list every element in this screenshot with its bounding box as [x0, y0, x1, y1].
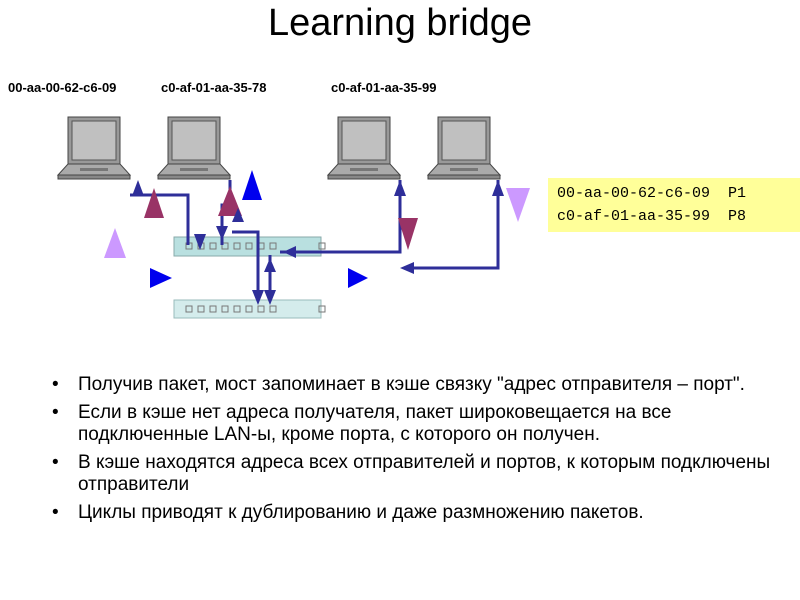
- cache-mac: 00-aa-00-62-c6-09: [557, 185, 711, 202]
- laptop-icon: [427, 116, 501, 180]
- bridge-2: [173, 299, 326, 319]
- bullet-item: Циклы приводят к дублированию и даже раз…: [52, 502, 772, 524]
- packets: [104, 170, 530, 305]
- cache-port: P1: [728, 185, 747, 202]
- host-mac-label: c0-af-01-aa-35-99: [331, 80, 437, 95]
- slide-title: Learning bridge: [267, 2, 533, 44]
- bridge-cache-table: 00-aa-00-62-c6-09 P1 c0-af-01-aa-35-99 P…: [548, 178, 800, 232]
- laptop-icon: [327, 116, 401, 180]
- cache-mac: c0-af-01-aa-35-99: [557, 208, 711, 225]
- bullet-item: В кэше находятся адреса всех отправителе…: [52, 452, 772, 496]
- host-mac-label: c0-af-01-aa-35-78: [161, 80, 267, 95]
- host-mac-label: 00-aa-00-62-c6-09: [8, 80, 117, 95]
- laptop-icon: [157, 116, 231, 180]
- network-diagram: [57, 116, 530, 319]
- laptop-icon: [57, 116, 131, 180]
- bullet-item: Получив пакет, мост запоминает в кэше св…: [52, 374, 772, 396]
- bullet-list: Получив пакет, мост запоминает в кэше св…: [52, 374, 772, 530]
- cache-row: 00-aa-00-62-c6-09 P1: [557, 185, 746, 202]
- bullet-item: Если в кэше нет адреса получателя, пакет…: [52, 402, 772, 446]
- cache-row: c0-af-01-aa-35-99 P8: [557, 208, 746, 225]
- cache-port: P8: [728, 208, 747, 225]
